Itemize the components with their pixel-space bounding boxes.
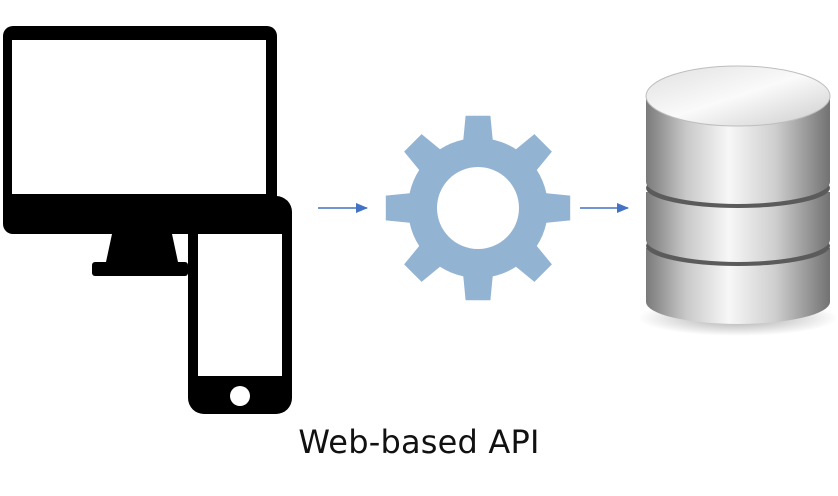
monitor-icon <box>3 26 277 276</box>
database-icon <box>638 65 838 336</box>
gear-shape <box>385 115 571 301</box>
gear-icon <box>385 115 571 301</box>
diagram-caption: Web-based API <box>298 423 540 461</box>
desktop-and-mobile-icon <box>3 26 292 414</box>
smartphone-icon <box>188 196 292 414</box>
